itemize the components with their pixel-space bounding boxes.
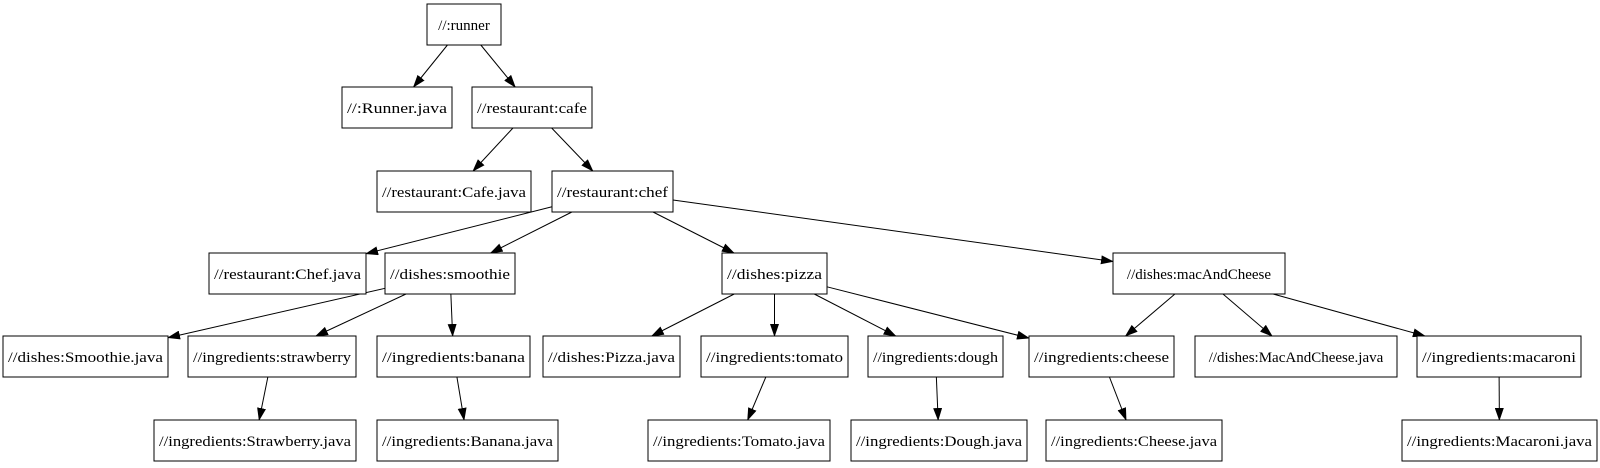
node-label-cheese: //ingredients:cheese bbox=[1034, 350, 1169, 366]
node-label-chef: //restaurant:chef bbox=[557, 185, 668, 201]
graph-node-mac-java: //dishes:MacAndCheese.java bbox=[1194, 335, 1398, 378]
node-label-dough-java: //ingredients:Dough.java bbox=[856, 434, 1022, 450]
graph-node-banana: //ingredients:banana bbox=[376, 335, 531, 378]
graph-node-pizza: //dishes:pizza bbox=[721, 252, 828, 295]
node-box-mac-and-cheese bbox=[1112, 252, 1286, 295]
node-box-cheese bbox=[1028, 335, 1175, 378]
edge-cafe-to-chef bbox=[551, 127, 594, 172]
edge-chef-to-chef-java bbox=[365, 206, 553, 256]
graph-node-tomato: //ingredients:tomato bbox=[700, 335, 849, 378]
node-label-tomato-java: //ingredients:Tomato.java bbox=[653, 434, 825, 450]
node-box-dough-java bbox=[850, 419, 1028, 462]
graph-node-mac-and-cheese: //dishes:macAndCheese bbox=[1112, 252, 1286, 295]
node-label-cafe: //restaurant:cafe bbox=[477, 101, 587, 117]
node-label-runner-java: //:Runner.java bbox=[347, 101, 447, 117]
node-label-smoothie-java: //dishes:Smoothie.java bbox=[8, 350, 163, 366]
edge-runner-to-runner-java bbox=[412, 44, 448, 88]
node-box-tomato-java bbox=[647, 419, 831, 462]
node-label-smoothie: //dishes:smoothie bbox=[390, 267, 510, 283]
edge-chef-to-mac-and-cheese bbox=[672, 199, 1114, 265]
node-box-smoothie-java bbox=[2, 335, 169, 378]
node-label-runner: //:runner bbox=[438, 18, 490, 34]
graph-node-banana-java: //ingredients:Banana.java bbox=[376, 419, 559, 462]
edge-banana-to-banana-java bbox=[456, 376, 467, 421]
node-box-cafe bbox=[471, 86, 593, 129]
graph-node-macaroni: //ingredients:macaroni bbox=[1416, 335, 1582, 378]
node-box-mac-java bbox=[1194, 335, 1398, 378]
node-box-strawberry bbox=[187, 335, 357, 378]
node-box-smoothie bbox=[384, 252, 516, 295]
node-box-macaroni-java bbox=[1401, 419, 1598, 462]
graph-node-macaroni-java: //ingredients:Macaroni.java bbox=[1401, 419, 1598, 462]
edge-smoothie-to-strawberry bbox=[315, 293, 407, 337]
node-box-cheese-java bbox=[1045, 419, 1223, 462]
node-box-runner bbox=[426, 3, 502, 46]
node-label-tomato: //ingredients:tomato bbox=[706, 350, 843, 366]
node-box-cafe-java bbox=[376, 170, 532, 213]
node-box-macaroni bbox=[1416, 335, 1582, 378]
edge-mac-and-cheese-to-cheese bbox=[1124, 293, 1176, 337]
edge-tomato-to-tomato-java bbox=[747, 376, 767, 421]
node-label-banana-java: //ingredients:Banana.java bbox=[382, 434, 553, 450]
graph-node-runner-java: //:Runner.java bbox=[341, 86, 453, 129]
edge-mac-and-cheese-to-mac-java bbox=[1222, 293, 1273, 337]
node-box-banana-java bbox=[376, 419, 559, 462]
edge-smoothie-to-banana bbox=[447, 293, 457, 337]
graph-node-tomato-java: //ingredients:Tomato.java bbox=[647, 419, 831, 462]
edge-smoothie-to-smoothie-java bbox=[167, 287, 386, 340]
node-box-pizza bbox=[721, 252, 828, 295]
node-label-mac-java: //dishes:MacAndCheese.java bbox=[1209, 350, 1384, 366]
graph-node-cheese: //ingredients:cheese bbox=[1028, 335, 1175, 378]
edge-chef-to-pizza bbox=[652, 211, 735, 254]
edge-dough-to-dough-java bbox=[933, 376, 943, 421]
graph-node-dough-java: //ingredients:Dough.java bbox=[850, 419, 1028, 462]
graph-node-pizza-java: //dishes:Pizza.java bbox=[542, 335, 681, 378]
node-label-strawberry-java: //ingredients:Strawberry.java bbox=[159, 434, 351, 450]
node-box-chef-java bbox=[208, 252, 367, 295]
edge-pizza-to-dough bbox=[814, 293, 897, 337]
edge-pizza-to-pizza-java bbox=[650, 293, 735, 337]
graph-node-cheese-java: //ingredients:Cheese.java bbox=[1045, 419, 1223, 462]
graph-node-cafe: //restaurant:cafe bbox=[471, 86, 593, 129]
node-label-chef-java: //restaurant:Chef.java bbox=[214, 267, 361, 283]
graph-node-chef-java: //restaurant:Chef.java bbox=[208, 252, 367, 295]
node-label-pizza: //dishes:pizza bbox=[727, 267, 822, 283]
node-label-dough: //ingredients:dough bbox=[873, 350, 999, 366]
node-box-tomato bbox=[700, 335, 849, 378]
edge-cheese-to-cheese-java bbox=[1108, 376, 1127, 421]
graph-node-strawberry: //ingredients:strawberry bbox=[187, 335, 357, 378]
node-box-dough bbox=[867, 335, 1004, 378]
node-label-cheese-java: //ingredients:Cheese.java bbox=[1051, 434, 1217, 450]
node-label-pizza-java: //dishes:Pizza.java bbox=[548, 350, 675, 366]
edge-pizza-to-cheese bbox=[826, 286, 1030, 340]
node-box-pizza-java bbox=[542, 335, 681, 378]
node-box-banana bbox=[376, 335, 531, 378]
edge-chef-to-smoothie bbox=[489, 211, 573, 254]
graph-node-runner: //:runner bbox=[426, 3, 502, 46]
edge-mac-and-cheese-to-macaroni bbox=[1272, 293, 1426, 338]
edge-strawberry-to-strawberry-java bbox=[257, 376, 269, 421]
node-box-chef bbox=[551, 170, 674, 213]
graph-node-chef: //restaurant:chef bbox=[551, 170, 674, 213]
graph-node-dough: //ingredients:dough bbox=[867, 335, 1004, 378]
node-label-banana: //ingredients:banana bbox=[382, 350, 525, 366]
node-box-strawberry-java bbox=[153, 419, 357, 462]
graph-node-strawberry-java: //ingredients:Strawberry.java bbox=[153, 419, 357, 462]
graph-node-smoothie: //dishes:smoothie bbox=[384, 252, 516, 295]
graph-node-smoothie-java: //dishes:Smoothie.java bbox=[2, 335, 169, 378]
edge-cafe-to-cafe-java bbox=[472, 127, 514, 172]
node-label-cafe-java: //restaurant:Cafe.java bbox=[382, 185, 526, 201]
node-label-mac-and-cheese: //dishes:macAndCheese bbox=[1127, 267, 1271, 283]
graph-node-cafe-java: //restaurant:Cafe.java bbox=[376, 170, 532, 213]
node-box-runner-java bbox=[341, 86, 453, 129]
edge-runner-to-cafe bbox=[480, 44, 516, 88]
node-label-strawberry: //ingredients:strawberry bbox=[193, 350, 352, 366]
node-label-macaroni-java: //ingredients:Macaroni.java bbox=[1407, 434, 1592, 450]
node-label-macaroni: //ingredients:macaroni bbox=[1422, 350, 1576, 366]
